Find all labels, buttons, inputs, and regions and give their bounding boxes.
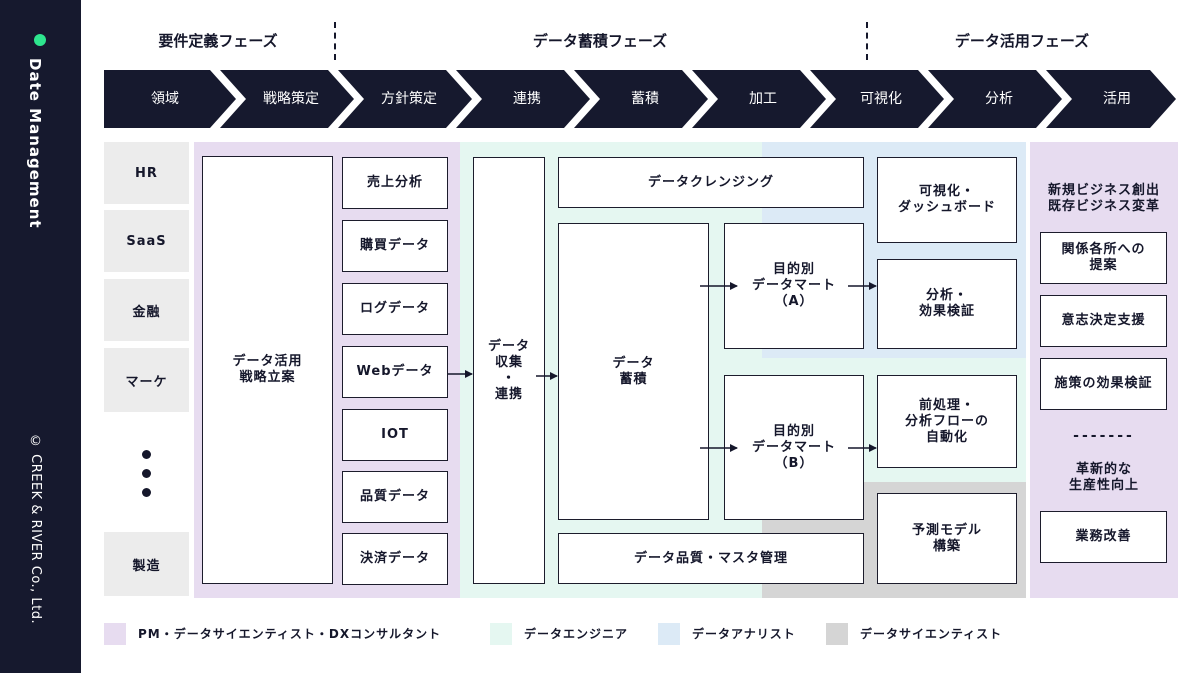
process-step: 連携 xyxy=(513,91,541,107)
phase-accumulation: データ蓄積フェーズ xyxy=(532,32,668,50)
legend-label-analyst: データアナリスト xyxy=(692,627,796,641)
process-step: 活用 xyxy=(1103,91,1131,107)
chevron-shape xyxy=(338,70,472,128)
chevron-shape xyxy=(104,70,236,128)
chevron-shape xyxy=(574,70,708,128)
prediction-model-box: 予測モデル 構築 xyxy=(877,493,1017,584)
chevron-shape xyxy=(220,70,354,128)
sidebar: Date Management © CREEK & RIVER Co., Ltd… xyxy=(0,0,81,673)
ellipsis-dot-icon xyxy=(142,469,151,478)
source-web-data: Webデータ xyxy=(342,346,448,398)
legend-label-engineer: データエンジニア xyxy=(524,627,629,641)
legend-swatch-scientist xyxy=(826,623,848,645)
chevron-shape xyxy=(928,70,1062,128)
chevron-shape xyxy=(1046,70,1176,128)
domain-saas: SaaS xyxy=(104,210,189,272)
legend-swatch-engineer xyxy=(490,623,512,645)
chevron-shape xyxy=(456,70,590,128)
section-separator: ------- xyxy=(1073,428,1135,444)
legend-label-scientist: データサイエンティスト xyxy=(860,627,1003,641)
domain-ellipsis xyxy=(104,416,189,528)
legend-swatch-analyst xyxy=(658,623,680,645)
collection-box: データ 収集 ・ 連携 xyxy=(473,157,545,584)
copyright: © CREEK & RIVER Co., Ltd. xyxy=(28,434,43,625)
business-heading: 新規ビジネス創出 既存ビジネス変革 xyxy=(1047,183,1160,214)
decision-support-box: 意志決定支援 xyxy=(1040,295,1167,347)
status-dot-icon xyxy=(34,34,46,46)
chevron-shape xyxy=(692,70,826,128)
source-quality-data: 品質データ xyxy=(342,471,448,523)
process-step: 加工 xyxy=(749,91,777,107)
source-iot: IOT xyxy=(342,409,448,461)
policy-effect-box: 施策の効果検証 xyxy=(1040,358,1167,410)
source-payment-data: 決済データ xyxy=(342,533,448,585)
process-step: 可視化 xyxy=(860,91,902,107)
business-improvement-box: 業務改善 xyxy=(1040,511,1167,563)
automation-box: 前処理・ 分析フローの 自動化 xyxy=(877,375,1017,468)
source-log-data: ログデータ xyxy=(342,283,448,335)
phase-requirements: 要件定義フェーズ xyxy=(158,32,278,50)
phase-divider xyxy=(866,22,868,60)
domain-marketing: マーケ xyxy=(104,348,189,412)
process-step: 戦略策定 xyxy=(263,91,319,107)
effect-analysis-box: 分析・ 効果検証 xyxy=(877,259,1017,349)
process-step: 分析 xyxy=(985,91,1013,107)
process-step: 方針策定 xyxy=(381,91,437,107)
strategy-box: データ活用 戦略立案 xyxy=(202,156,333,584)
ellipsis-dot-icon xyxy=(142,450,151,459)
domain-finance: 金融 xyxy=(104,279,189,341)
phase-utilization: データ活用フェーズ xyxy=(954,32,1090,50)
ellipsis-dot-icon xyxy=(142,488,151,497)
innovation-heading: 革新的な 生産性向上 xyxy=(1068,462,1139,493)
legend-swatch-pm xyxy=(104,623,126,645)
brand-title: Date Management xyxy=(26,58,44,229)
stakeholder-proposal-box: 関係各所への 提案 xyxy=(1040,232,1167,284)
source-sales-analysis: 売上分析 xyxy=(342,157,448,209)
cleansing-box: データクレンジング xyxy=(558,157,864,208)
storage-box: データ 蓄積 xyxy=(558,223,709,520)
domain-hr: HR xyxy=(104,142,189,204)
source-purchase-data: 購買データ xyxy=(342,220,448,272)
chevron-shape xyxy=(810,70,944,128)
domain-manufacturing: 製造 xyxy=(104,532,189,596)
data-mart-a: 目的別 データマート （A） xyxy=(724,223,864,349)
process-step: 領域 xyxy=(151,91,179,107)
legend-label-pm: PM・データサイエンティスト・DXコンサルタント xyxy=(138,627,442,641)
dashboard-box: 可視化・ ダッシュボード xyxy=(877,157,1017,243)
quality-master-box: データ品質・マスタ管理 xyxy=(558,533,864,584)
data-mart-b: 目的別 データマート （B） xyxy=(724,375,864,520)
process-step: 蓄積 xyxy=(631,91,659,107)
phase-divider xyxy=(334,22,336,60)
